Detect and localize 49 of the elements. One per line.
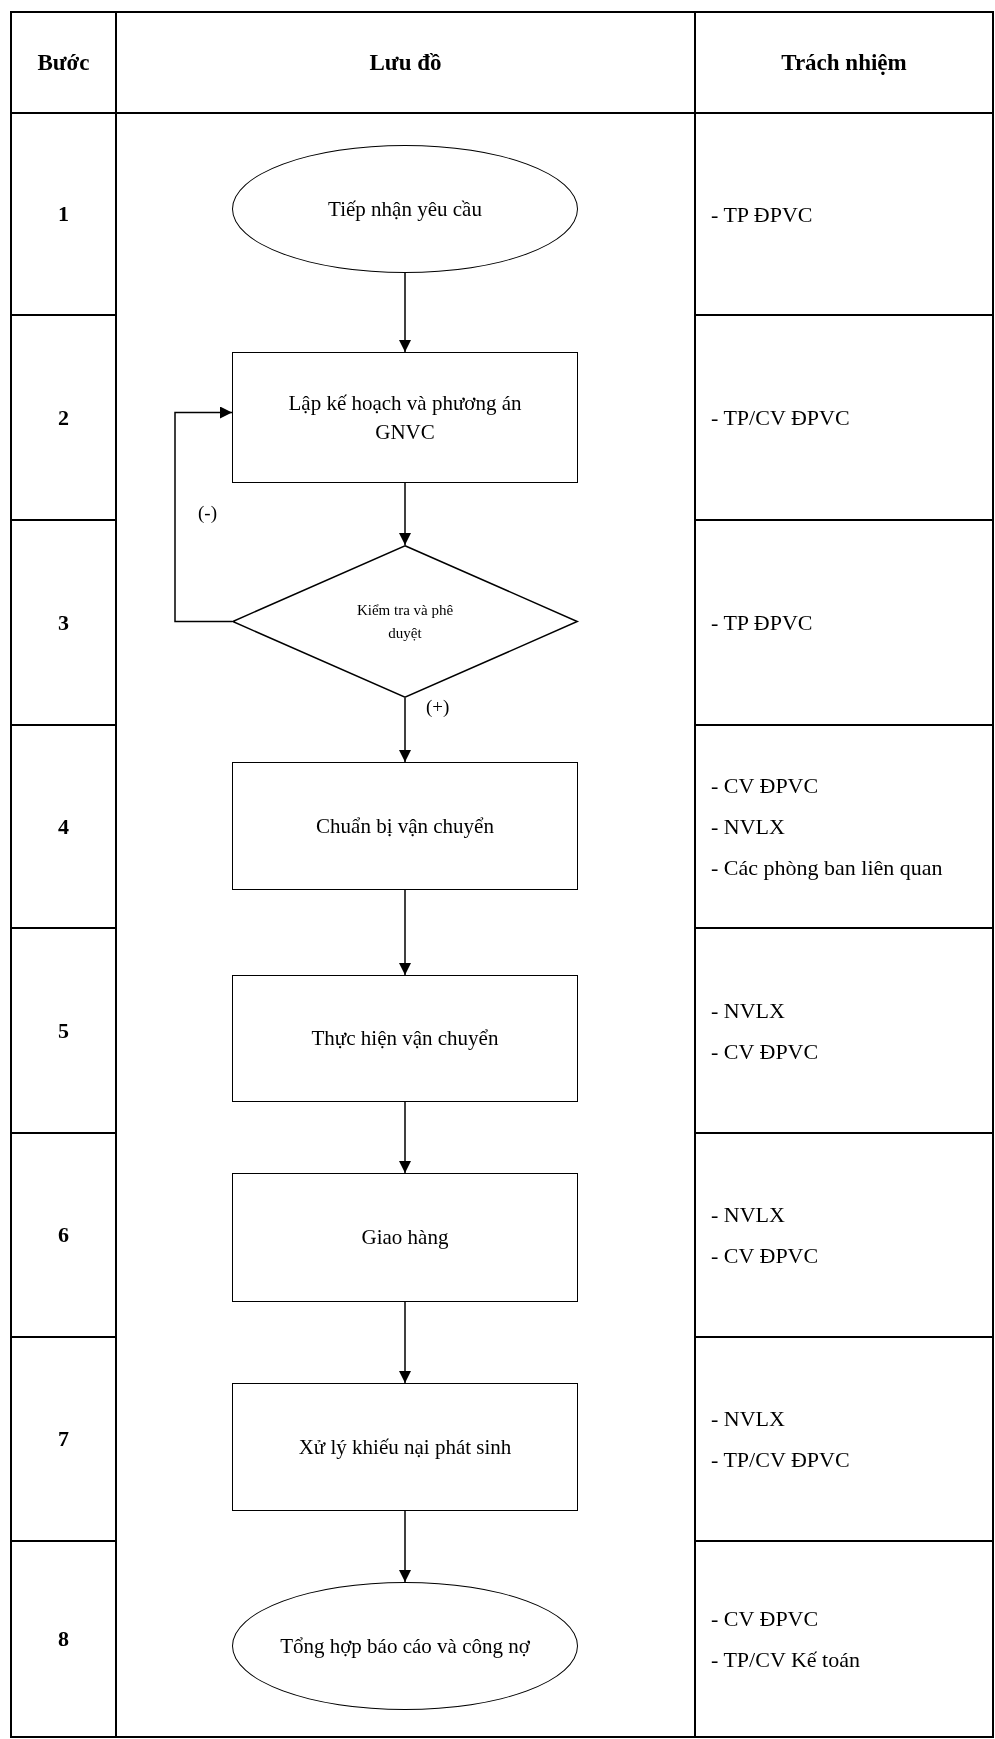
arrow (399, 889, 411, 976)
responsibility-item: - NVLX (711, 1405, 786, 1433)
step-number: 3 (58, 609, 69, 636)
responsibility-item: - CV ĐPVC (711, 772, 820, 800)
edge-label: (+) (424, 696, 452, 718)
arrow (399, 1510, 411, 1583)
node-text: Chuẩn bị vận chuyển (316, 812, 494, 840)
step-number: 4 (58, 813, 69, 840)
responsibility-item: - CV ĐPVC (711, 1242, 820, 1270)
decision-diamond (232, 545, 578, 698)
responsibility-item: - NVLX (711, 996, 786, 1025)
responsibility-item: - CV ĐPVC (711, 1037, 820, 1066)
process-box (232, 975, 578, 1102)
column-header: Bước (37, 49, 90, 76)
step-number: 5 (58, 1017, 69, 1044)
arrow (399, 272, 411, 353)
arrow (399, 482, 411, 546)
process-box (232, 1173, 578, 1302)
node-text: Kiểm tra và phê duyệt (355, 601, 455, 643)
responsibility-item: - NVLX (711, 1201, 786, 1229)
arrow (174, 406, 233, 623)
node-text: Tiếp nhận yêu cầu (328, 195, 482, 223)
node-text: Lập kế hoạch và phương án GNVC (287, 390, 523, 446)
step-number: 2 (58, 404, 69, 431)
arrow (399, 1101, 411, 1174)
responsibility-item: - CV ĐPVC (711, 1605, 820, 1633)
responsibility-item: - Các phòng ban liên quan (711, 854, 944, 882)
node-text: Thực hiện vận chuyển (311, 1025, 499, 1053)
responsibility-item: - TP/CV ĐPVC (711, 1446, 851, 1474)
node-text: Giao hàng (361, 1224, 449, 1252)
responsibility-item: - TP/CV Kế toán (711, 1646, 861, 1674)
column-header: Trách nhiệm (781, 49, 907, 76)
step-number: 6 (58, 1222, 69, 1248)
process-box (232, 1383, 578, 1511)
step-number: 8 (58, 1626, 69, 1652)
responsibility-item: - TP ĐPVC (711, 200, 814, 229)
arrow (399, 1301, 411, 1384)
node-text: Xử lý khiếu nại phát sinh (298, 1433, 512, 1461)
step-number: 1 (58, 201, 69, 227)
responsibility-item: - TP ĐPVC (711, 609, 814, 637)
process-box (232, 352, 578, 483)
edge-label: (-) (196, 502, 219, 524)
node-text: Tổng hợp báo cáo và công nợ (280, 1632, 530, 1660)
column-header: Lưu đồ (369, 49, 442, 76)
process-box (232, 762, 578, 890)
responsibility-item: - NVLX (711, 813, 786, 841)
arrow (399, 697, 411, 763)
step-number: 7 (58, 1426, 69, 1452)
responsibility-item: - TP/CV ĐPVC (711, 404, 851, 432)
